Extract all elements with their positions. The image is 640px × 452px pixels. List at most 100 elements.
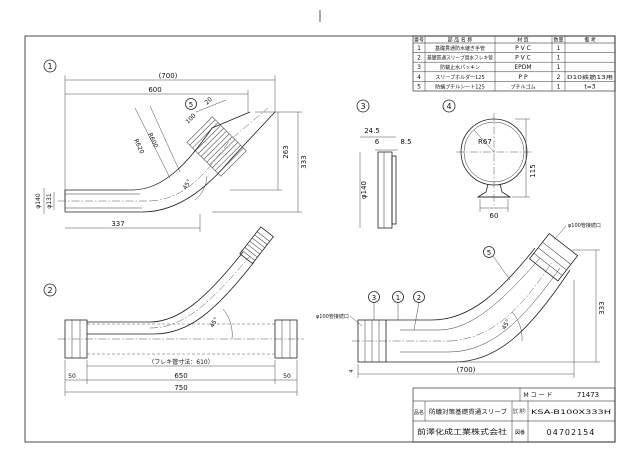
balloon-5: [185, 98, 197, 110]
svg-text:ブチルゴム: ブチルゴム: [511, 83, 536, 90]
table-row: 1 基礎貫通防水継ぎ手管 P V C 1: [417, 45, 561, 52]
svg-text:1: 1: [557, 45, 561, 52]
svg-text:1: 1: [557, 64, 561, 71]
view-label-balloon: [43, 59, 57, 73]
dim-750: 750: [174, 384, 187, 392]
svg-text:EPDM: EPDM: [514, 64, 531, 71]
dim-right-50: 50: [283, 373, 291, 380]
name-label: 品名: [414, 409, 424, 416]
dim-263: 263: [282, 145, 290, 158]
svg-text:基礎貫通防水継ぎ手管: 基礎貫通防水継ぎ手管: [435, 45, 485, 52]
svg-text:1: 1: [557, 55, 561, 62]
dim-700: (700): [457, 366, 476, 374]
svg-text:P P: P P: [518, 74, 528, 81]
svg-text:5: 5: [487, 249, 491, 257]
table-row: 2 基礎貫通スリーブ用水フレキ管 P V C 1: [417, 55, 561, 62]
title-block: M コ ー ド 71473 品名 防蟻対策基礎貫通スリーブ 型式（略号） KSA…: [412, 387, 616, 443]
dim-600: 600: [148, 86, 161, 94]
table-header-name: 部 品 名 称: [448, 37, 473, 44]
view-5-assembly: φ100管接続口 φ100管接続口 3 1 2 5 45°: [316, 222, 606, 378]
view-label: 4: [446, 102, 451, 111]
dim-flex: （フレキ管寸法：610）: [148, 358, 213, 366]
svg-text:5: 5: [189, 101, 193, 109]
drawing-label: 図番: [515, 429, 525, 436]
svg-text:5: 5: [417, 83, 421, 90]
svg-text:3: 3: [372, 294, 376, 302]
sheet-border: [24, 35, 616, 443]
view-3: 3 24.5 6 8.5 φ140: [356, 99, 412, 229]
dim-115: 115: [529, 164, 537, 177]
dim-d131: φ131: [46, 193, 53, 209]
dim-r67: R67: [478, 138, 492, 146]
view-4: 4 R67 115 60: [442, 99, 537, 220]
packing-profile: [377, 151, 393, 229]
table-row: 4 スリーブホルダー125 P P 2 D10鉄筋13用: [417, 74, 613, 81]
svg-text:1: 1: [557, 83, 561, 90]
dim-6: 6: [375, 138, 380, 146]
view-label: 3: [360, 102, 365, 111]
dim-left-50: 50: [68, 373, 76, 380]
svg-text:2: 2: [417, 294, 421, 302]
svg-text:スリーブホルダー125: スリーブホルダー125: [435, 74, 484, 81]
svg-text:1: 1: [396, 294, 400, 302]
dim-337: 337: [111, 220, 124, 228]
view-label-balloon: [43, 283, 57, 297]
dim-650: 650: [174, 372, 187, 380]
svg-text:2: 2: [417, 55, 421, 62]
dim-100: 100: [184, 112, 197, 125]
m-code-label: M コ ー ド: [524, 392, 553, 399]
dim-333: 333: [598, 301, 606, 314]
dim-r600: R600: [146, 132, 159, 149]
type-code: KSA-B100X333H: [531, 409, 611, 416]
dim-20: 20: [203, 96, 213, 106]
m-code: 71473: [577, 391, 599, 399]
svg-text:4: 4: [417, 74, 421, 81]
table-row: 5 防蟻ブチルシート125 ブチルゴム 1 t=3: [417, 83, 596, 90]
table-header-no: 番号: [414, 37, 424, 44]
callout-top: φ100管接続口: [568, 222, 601, 229]
svg-text:t=3: t=3: [584, 83, 595, 90]
dim-r620: R620: [132, 138, 145, 155]
dim-24.5: 24.5: [364, 127, 380, 135]
svg-text:3: 3: [417, 64, 421, 71]
view-label: 2: [47, 286, 52, 295]
table-header-qty: 数量: [553, 37, 563, 44]
table-header-material: 材 質: [517, 37, 529, 44]
product-name: 防蟻対策基礎貫通スリーブ: [429, 408, 507, 416]
table-row: 3 防蟻止水パッキン EPDM 1: [417, 64, 561, 71]
dim-angle: 45°: [182, 178, 193, 191]
svg-text:P V C: P V C: [515, 55, 531, 62]
view-label-balloon: [356, 99, 370, 113]
dim-overall: (700): [159, 72, 178, 80]
callout-left: φ100管接続口: [316, 313, 349, 320]
view-2: 2 45° （フレキ管寸法：610）: [43, 226, 304, 396]
svg-text:防蟻止水パッキン: 防蟻止水パッキン: [440, 64, 480, 71]
butyl-sheet-hatch: [186, 116, 247, 177]
dim-4: 4: [349, 369, 355, 372]
flex-corrugation: [239, 226, 274, 265]
svg-text:1: 1: [417, 45, 421, 52]
view-1: 1 (700) 600: [35, 59, 308, 232]
type-label: 型式（略号）: [513, 408, 527, 415]
svg-text:2: 2: [557, 74, 561, 81]
table-header-note: 備 考: [584, 37, 596, 44]
svg-text:基礎貫通スリーブ用水フレキ管: 基礎貫通スリーブ用水フレキ管: [427, 55, 493, 62]
top-cuff: [528, 232, 579, 282]
dim-8.5: 8.5: [400, 138, 411, 146]
dim-333: 333: [300, 155, 308, 168]
view-label-balloon: [442, 99, 456, 113]
svg-text:防蟻ブチルシート125: 防蟻ブチルシート125: [435, 83, 485, 90]
parts-table: 番号 部 品 名 称 材 質 数量 備 考 1 基礎貫通防水継ぎ手管 P V C…: [412, 35, 616, 92]
view-label: 1: [47, 62, 52, 71]
dim-d140: φ140: [360, 181, 368, 199]
drawing-number: 04702154: [547, 428, 596, 437]
dim-angle: 45°: [209, 316, 220, 329]
dim-d140: φ140: [35, 193, 42, 209]
company-name: 前澤化成工業株式会社: [417, 427, 507, 436]
svg-text:D10鉄筋13用: D10鉄筋13用: [567, 74, 613, 81]
dim-60: 60: [490, 212, 499, 220]
dim-angle: 45°: [501, 318, 512, 331]
balloon-5: [483, 246, 495, 258]
svg-text:P V C: P V C: [515, 45, 531, 52]
